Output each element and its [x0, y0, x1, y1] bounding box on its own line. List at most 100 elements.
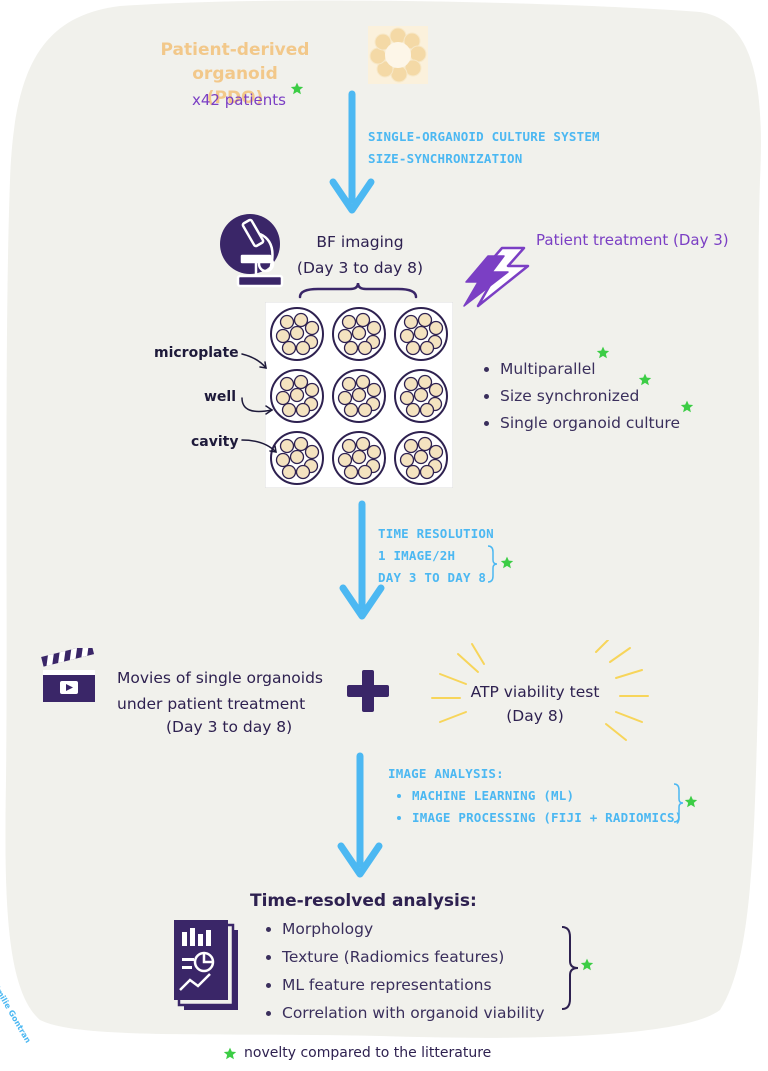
cavity [341, 314, 357, 330]
legend-text: novelty compared to the litterature [244, 1045, 492, 1061]
well [394, 307, 448, 361]
curly-brace-icon [298, 282, 418, 299]
cavity [366, 320, 382, 336]
cavity [417, 312, 433, 328]
cavity [337, 328, 353, 344]
cavity [413, 387, 429, 403]
cavity [399, 390, 415, 406]
atp-rays-icon [431, 640, 649, 741]
small-brace-icon [673, 783, 684, 823]
feature-item: Single organoid culture [500, 411, 680, 435]
analysis-brace-icon [561, 926, 579, 1010]
cavity [357, 464, 373, 480]
analysis-item: ML feature representations [282, 973, 545, 998]
cavity [295, 340, 311, 356]
down-arrow-1-icon [329, 90, 375, 214]
novelty-star-icon [290, 82, 304, 95]
cavity [279, 438, 295, 454]
report-icon [174, 920, 238, 1010]
patients-count: x42 patients [192, 91, 286, 109]
cavity [281, 402, 297, 418]
cavity [275, 390, 291, 406]
well [270, 369, 324, 423]
cavity [355, 374, 371, 390]
cavity [279, 376, 295, 392]
down-arrow-3-icon [337, 752, 383, 878]
cavity [405, 402, 421, 418]
step1-text: SINGLE-ORGANOID CULTURE SYSTEM SIZE-SYNC… [368, 129, 600, 166]
pdo-title: Patient-derived organoid (PDO) [160, 40, 310, 108]
cavity [304, 320, 320, 336]
cavity [419, 340, 435, 356]
cavity [295, 402, 311, 418]
cavity [343, 402, 359, 418]
well [270, 307, 324, 361]
small-brace-icon [487, 545, 498, 583]
cavity [403, 376, 419, 392]
cavity [419, 402, 435, 418]
clapperboard-icon [41, 648, 95, 702]
cavity [281, 340, 297, 356]
cavity [295, 464, 311, 480]
step3-text: IMAGE ANALYSIS: MACHINE LEARNING (ML) IM… [388, 763, 682, 829]
cavity [366, 444, 382, 460]
analysis-list: Morphology Texture (Radiomics features) … [262, 917, 545, 1029]
movies-text: Movies of single organoids under patient… [117, 669, 324, 713]
well [394, 431, 448, 485]
cavity [417, 374, 433, 390]
microplate-label: microplate [154, 345, 239, 361]
step3-item: MACHINE LEARNING (ML) [412, 785, 682, 807]
microscope-icon [220, 214, 284, 288]
treatment-label: Patient treatment (Day 3) [536, 231, 729, 249]
cavity [304, 444, 320, 460]
cavity [413, 325, 429, 341]
atp-text: ATP viability test (Day 8) [470, 683, 600, 725]
cavity [281, 464, 297, 480]
cavity [289, 325, 305, 341]
cavity [403, 438, 419, 454]
cavity [417, 436, 433, 452]
cavity [351, 449, 367, 465]
cavity [399, 328, 415, 344]
analysis-item: Correlation with organoid viability [282, 1001, 545, 1026]
cavity [293, 374, 309, 390]
label-arrows-icon [241, 353, 277, 453]
cavity [275, 328, 291, 344]
cavity [293, 312, 309, 328]
organoid-icon [368, 26, 428, 84]
cavity [337, 452, 353, 468]
cavity [343, 464, 359, 480]
imaging-text: BF imaging (Day 3 to day 8) [296, 233, 424, 277]
cavity [428, 382, 444, 398]
cavity [289, 387, 305, 403]
cavity [351, 387, 367, 403]
lightning-icon [463, 246, 530, 308]
novelty-star-icon [580, 958, 594, 971]
legend-star-icon [223, 1047, 237, 1060]
cavity [355, 436, 371, 452]
cavity [351, 325, 367, 341]
cavity [275, 452, 291, 468]
novelty-star-icon [684, 795, 698, 808]
step2-text: TIME RESOLUTION 1 IMAGE/2H DAY 3 TO DAY … [378, 526, 494, 585]
microplate-grid [265, 302, 453, 488]
cavity [428, 320, 444, 336]
movies-range: (Day 3 to day 8) [166, 718, 293, 736]
cavity [428, 444, 444, 460]
cavity [405, 340, 421, 356]
cavity [341, 438, 357, 454]
cavity [357, 340, 373, 356]
plus-icon [347, 670, 389, 712]
novelty-star-icon [638, 373, 652, 386]
cavity [343, 340, 359, 356]
cavity-label: cavity [191, 434, 239, 450]
cavity [355, 312, 371, 328]
cavity [399, 452, 415, 468]
analysis-item: Texture (Radiomics features) [282, 945, 545, 970]
cavity [403, 314, 419, 330]
cavity [304, 382, 320, 398]
well-label: well [204, 389, 237, 405]
down-arrow-2-icon [339, 500, 385, 620]
cavity [289, 449, 305, 465]
